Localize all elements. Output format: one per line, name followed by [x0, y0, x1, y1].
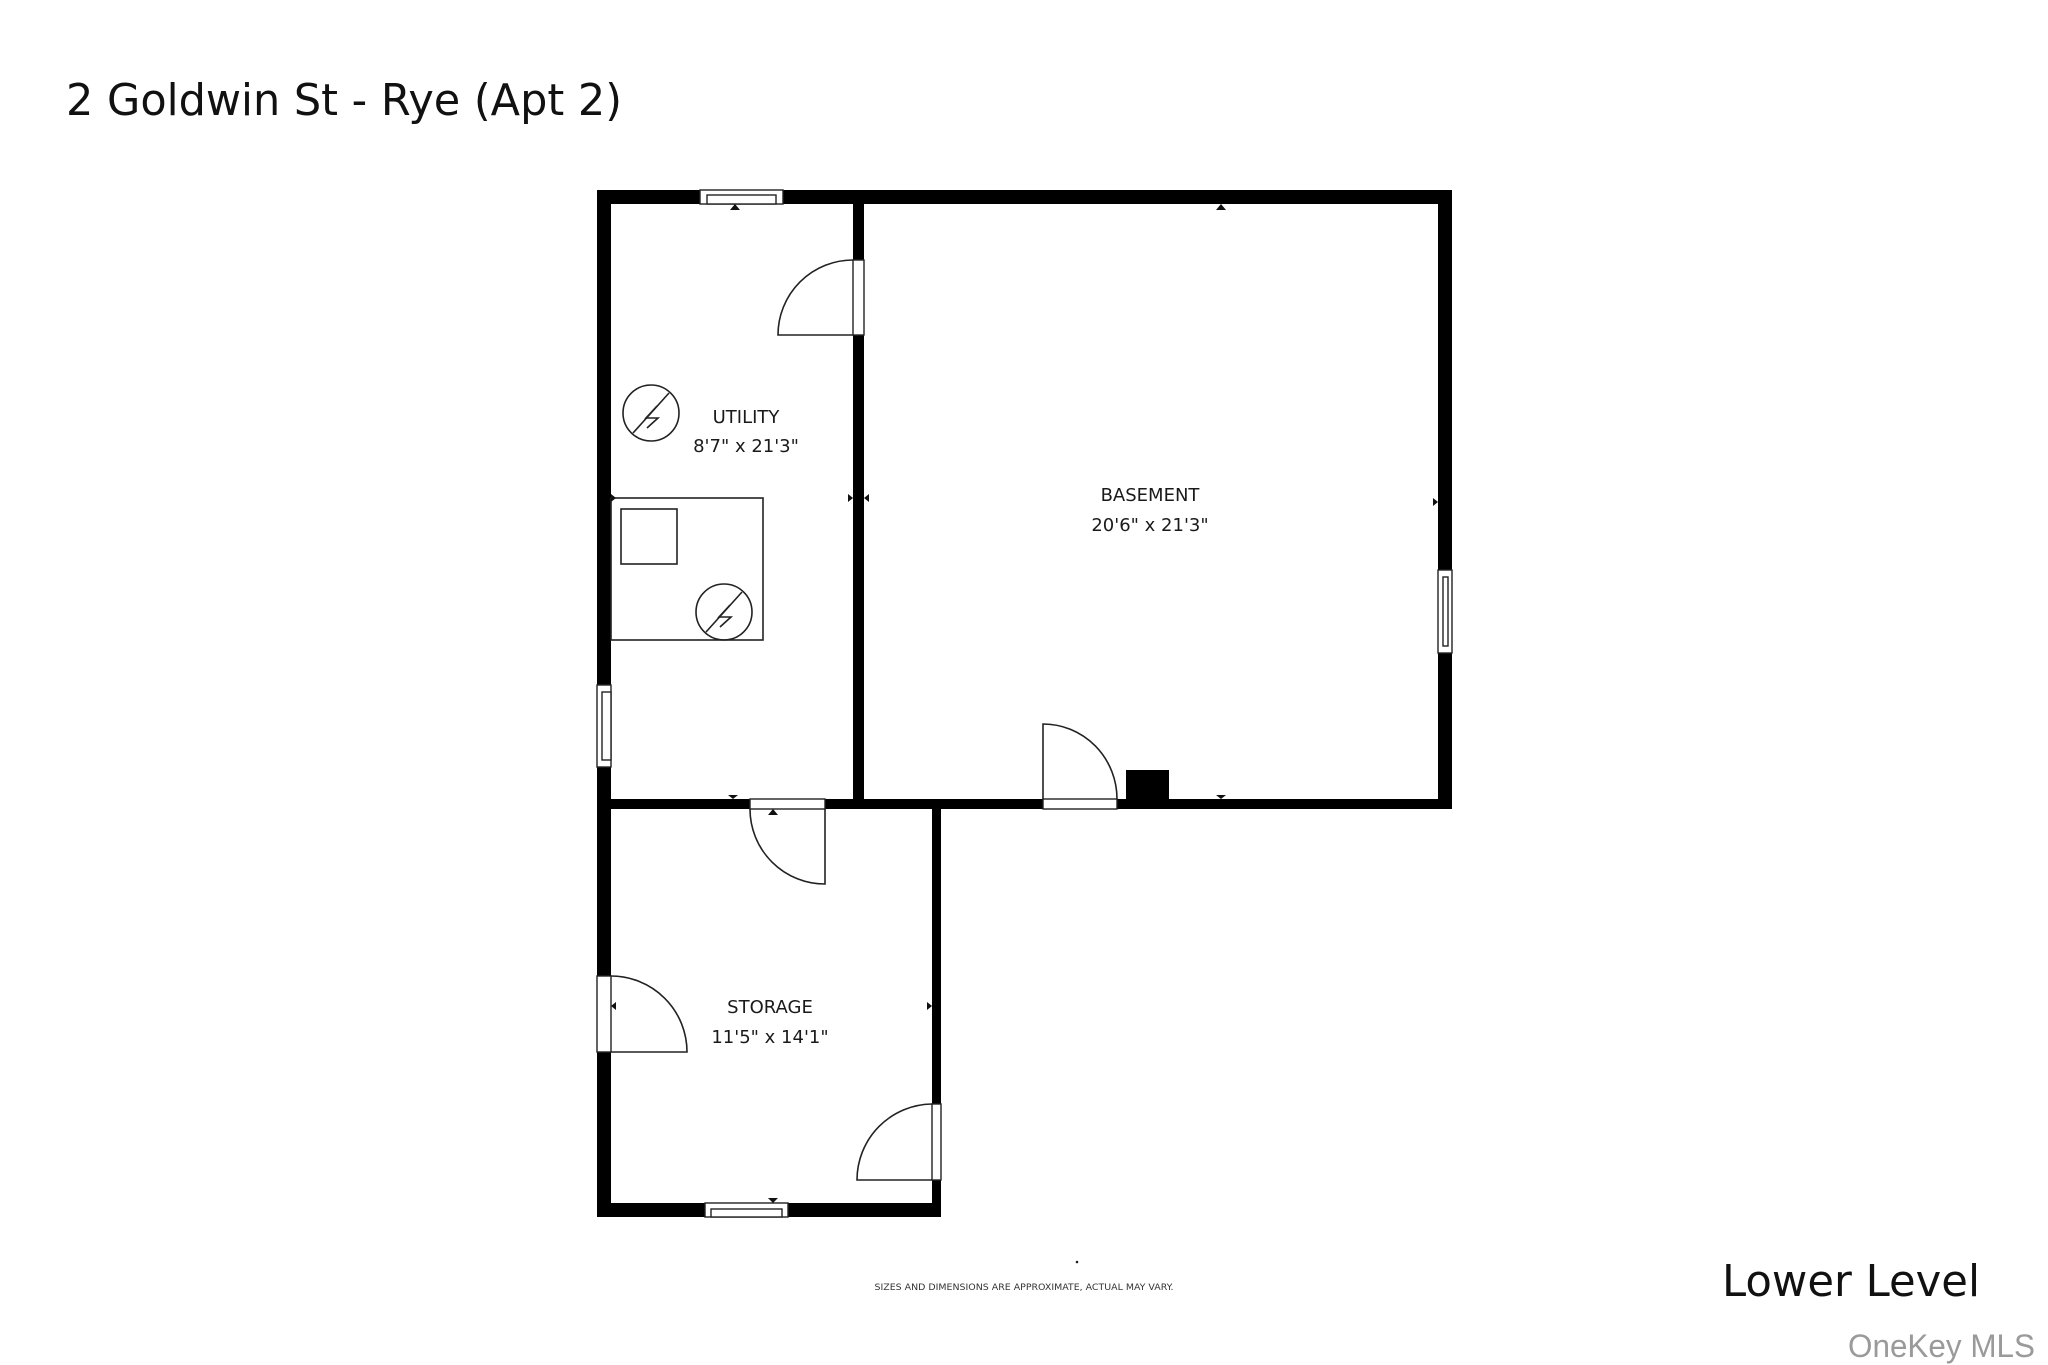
- door-swing-icon: [596, 975, 688, 1053]
- window-icon: [1437, 569, 1453, 654]
- dot-mark: [1075, 1260, 1079, 1264]
- dimension-markers: [611, 204, 1438, 1203]
- room-name: BASEMENT: [1101, 485, 1201, 506]
- door-swing-icon: [1042, 723, 1118, 810]
- utility-fixtures: [610, 384, 764, 641]
- level-label: Lower Level: [1722, 1256, 1980, 1307]
- door-swing-icon: [749, 798, 826, 885]
- page-title: 2 Goldwin St - Rye (Apt 2): [66, 75, 622, 126]
- column-block: [1126, 770, 1169, 800]
- door-swing-icon: [856, 1103, 942, 1181]
- room-name: STORAGE: [727, 997, 813, 1018]
- room-dimensions: 20'6" x 21'3": [1091, 515, 1208, 536]
- door-swing-icon: [777, 259, 865, 336]
- window-icon: [704, 1202, 789, 1218]
- doors: [596, 259, 1118, 1181]
- windows: [596, 189, 1453, 1218]
- water-heater-icon: [622, 384, 680, 442]
- wall-top: [597, 190, 1452, 204]
- furnace-icon: [695, 583, 753, 641]
- wall-right: [1438, 190, 1452, 809]
- room-utility: UTILITY 8'7" x 21'3": [693, 407, 799, 457]
- room-name: UTILITY: [713, 407, 781, 428]
- window-icon: [596, 684, 612, 768]
- walls: [597, 190, 1452, 1217]
- room-storage: STORAGE 11'5" x 14'1": [711, 997, 828, 1048]
- utility-sink: [620, 508, 678, 565]
- watermark: OneKey MLS: [1848, 1328, 2035, 1364]
- room-basement: BASEMENT 20'6" x 21'3": [1091, 485, 1208, 536]
- wall-middle: [597, 799, 1452, 809]
- wall-utility-basement: [853, 190, 864, 809]
- window-icon: [699, 189, 784, 205]
- room-dimensions: 11'5" x 14'1": [711, 1027, 828, 1048]
- room-dimensions: 8'7" x 21'3": [693, 436, 799, 457]
- utility-counter: [610, 497, 764, 641]
- wall-storage-right: [932, 799, 941, 1217]
- disclaimer-text: SIZES AND DIMENSIONS ARE APPROXIMATE, AC…: [875, 1283, 1174, 1293]
